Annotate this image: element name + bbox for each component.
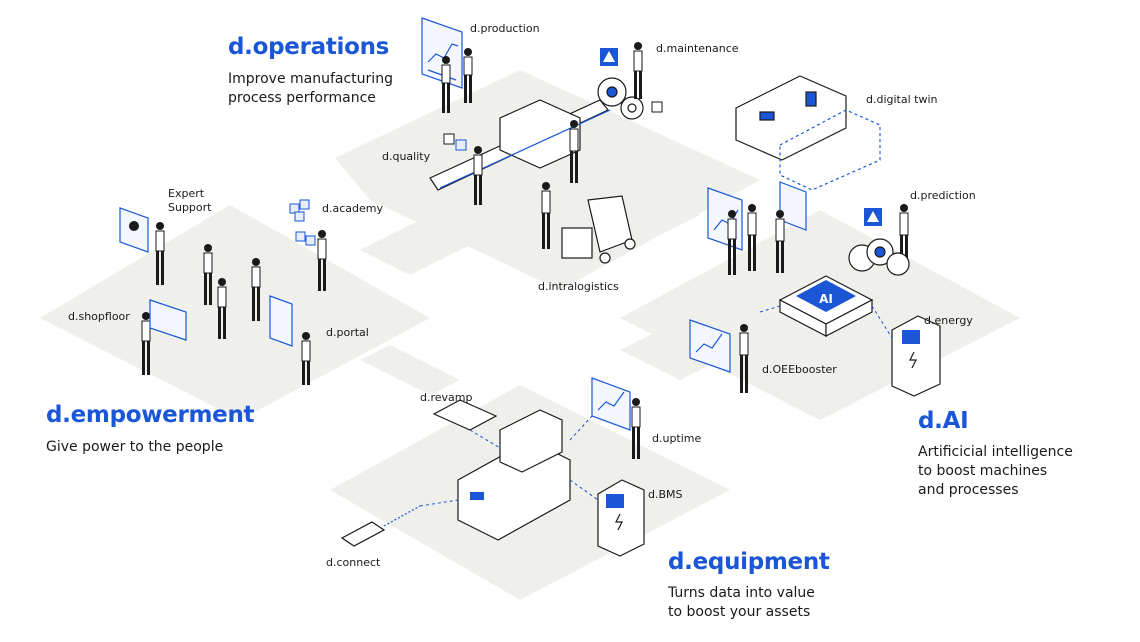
- label-connect: d.connect: [326, 556, 381, 569]
- person-icon: [631, 398, 641, 459]
- ai-title: d.AI: [918, 408, 969, 434]
- person-icon: [141, 222, 327, 385]
- warning-icon: [600, 48, 618, 66]
- portal-screen: [269, 295, 293, 347]
- label-bms: d.BMS: [648, 488, 683, 501]
- data-links-ai: [759, 305, 893, 339]
- person-icon: [633, 42, 643, 99]
- data-links-equipment: [419, 415, 599, 507]
- cube-icon: [443, 133, 467, 151]
- shopfloor-screen: [149, 299, 187, 341]
- gear-icon: [597, 77, 644, 120]
- cube-icon: [651, 101, 663, 113]
- gear-icon: [848, 238, 910, 276]
- digital-twin-machine: [735, 75, 881, 191]
- operations-title: d.operations: [228, 34, 390, 60]
- label-oeebooster: d.OEEbooster: [762, 363, 837, 376]
- forklift-icon: [561, 195, 636, 264]
- oee-dashboard: [689, 319, 731, 373]
- label-expert-support: Expert Support: [168, 187, 212, 214]
- cable-icon: [340, 505, 421, 547]
- battery-cabinet-icon: [597, 479, 645, 557]
- label-intralogistics: d.intralogistics: [538, 280, 619, 293]
- empowerment-title: d.empowerment: [46, 402, 255, 428]
- uptime-dashboard: [591, 377, 631, 431]
- ai-subtitle: Artificicial intelligence to boost machi…: [918, 444, 1073, 498]
- equipment-subtitle: Turns data into value to boost your asse…: [668, 585, 815, 620]
- person-icon: [739, 324, 749, 393]
- warning-icon: [864, 208, 882, 226]
- machine-icon: [457, 409, 571, 541]
- label-quality: d.quality: [382, 150, 431, 163]
- label-academy: d.academy: [322, 202, 383, 215]
- revamp-device: [432, 399, 498, 431]
- label-shopfloor: d.shopfloor: [68, 310, 130, 323]
- label-maintenance: d.maintenance: [656, 42, 739, 55]
- platform-empowerment: [40, 205, 430, 420]
- battery-cabinet-icon: [891, 315, 941, 397]
- person-icon: [441, 48, 473, 113]
- ai-chip-label: AI: [819, 292, 833, 306]
- person-icon: [727, 204, 909, 275]
- person-icon: [473, 120, 579, 249]
- label-energy: d.energy: [924, 314, 973, 327]
- empowerment-subtitle: Give power to the people: [46, 439, 224, 455]
- platform-operations: [335, 70, 760, 290]
- expert-support-screen: [119, 207, 149, 253]
- label-revamp: d.revamp: [420, 391, 473, 404]
- label-production: d.production: [470, 22, 540, 35]
- label-portal: d.portal: [326, 326, 369, 339]
- operations-subtitle: Improve manufacturing process performanc…: [228, 71, 393, 106]
- ai-chip-icon: [778, 275, 874, 337]
- label-digital-twin: d.digital twin: [866, 93, 938, 106]
- label-prediction: d.prediction: [910, 189, 976, 202]
- label-uptime: d.uptime: [652, 432, 702, 445]
- cube-icon: [289, 199, 316, 246]
- equipment-title: d.equipment: [668, 549, 830, 575]
